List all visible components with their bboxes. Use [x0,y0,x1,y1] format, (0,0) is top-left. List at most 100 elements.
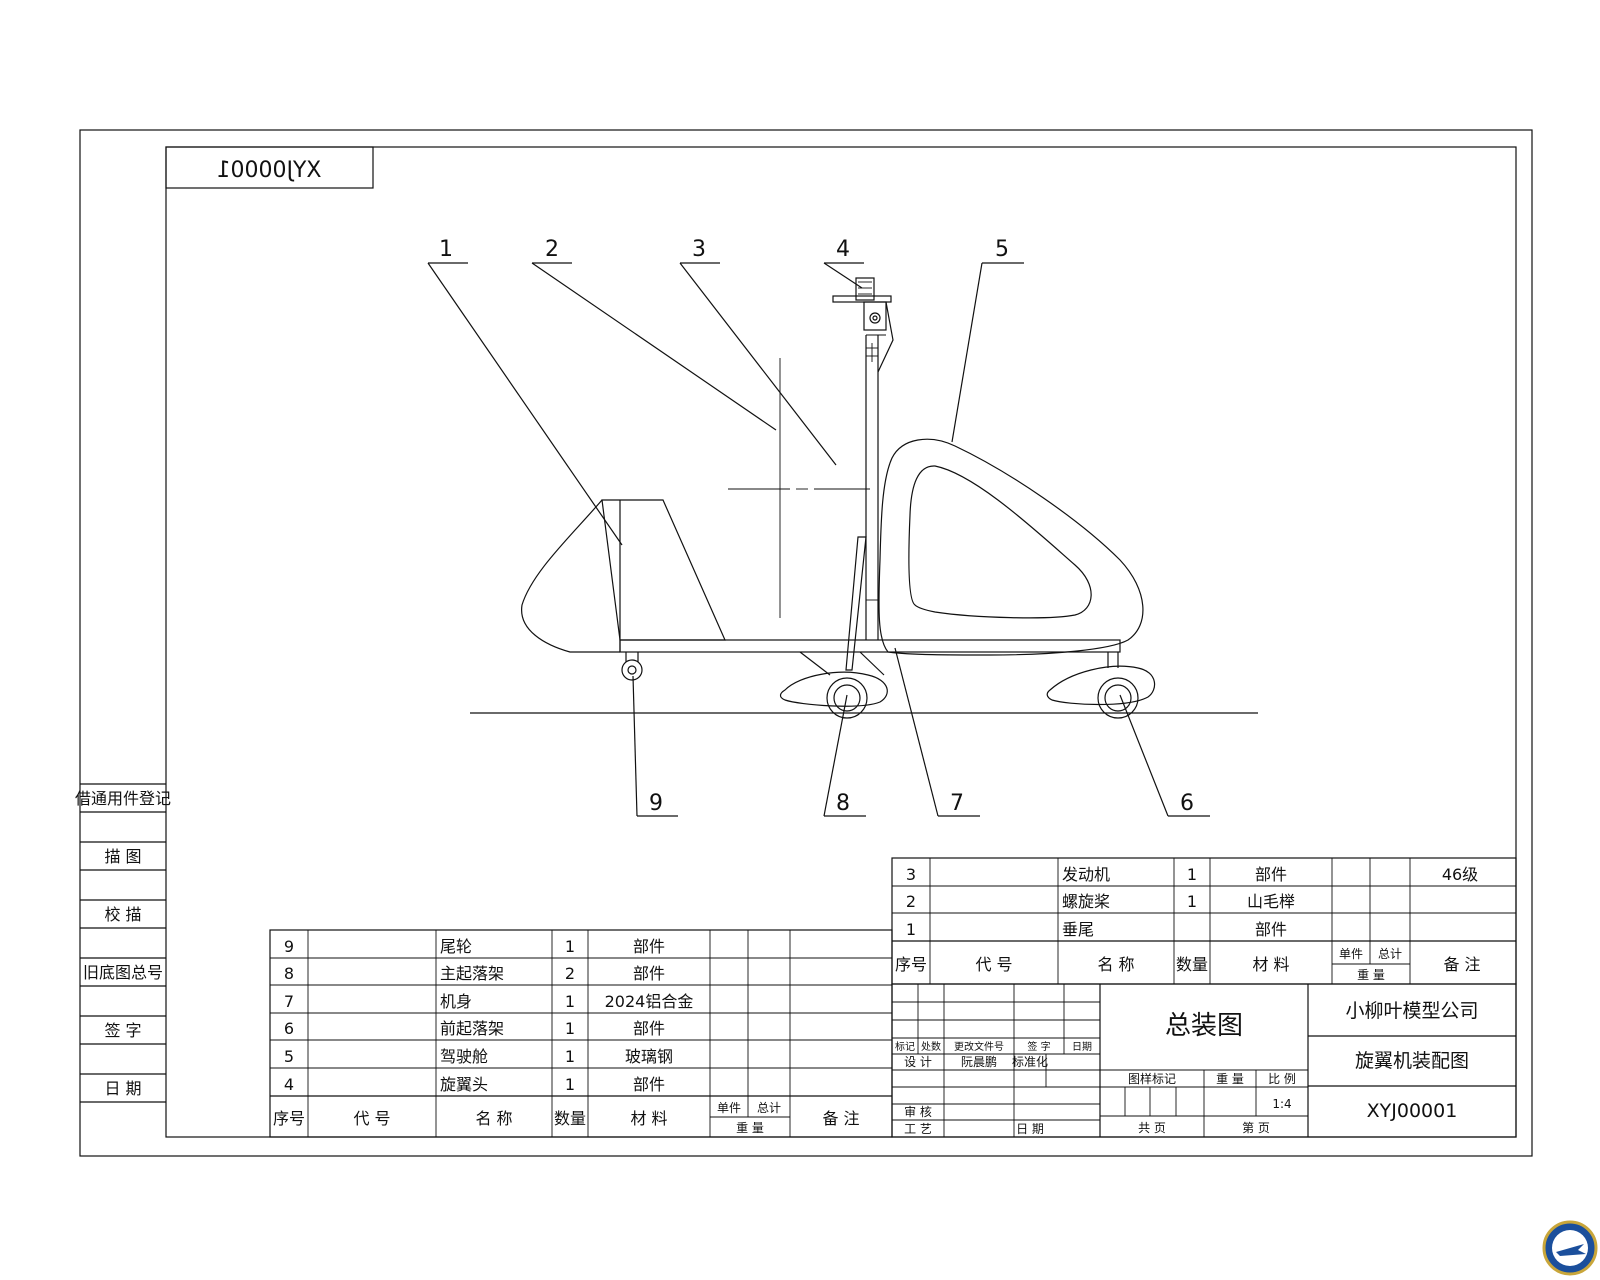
pr-r2-no: 1 [906,920,916,939]
balloon-7: 7 [950,791,964,816]
pl-h-qty: 数量 [554,1109,586,1128]
pr-h-name: 名 称 [1097,955,1134,974]
strip-date: 日 期 [104,1079,141,1098]
pr-h-code: 代 号 [975,955,1012,974]
balloon-2: 2 [545,237,559,262]
balloon-3: 3 [692,237,706,262]
pl-r2-qty: 1 [565,992,575,1011]
pl-r3-name: 前起落架 [440,1019,504,1038]
pl-r0-qty: 1 [565,937,575,956]
pr-h-mat: 材 料 [1252,955,1289,974]
drawing-name: 总装图 [1165,1011,1243,1041]
balloon-5: 5 [995,237,1009,262]
pl-r2-name: 机身 [440,992,472,1011]
outer-frame [79,129,1533,1157]
pl-h-name: 名 称 [475,1109,512,1128]
strip-check: 校 描 [104,905,141,924]
designer-name: 阮晨鹏 [961,1055,997,1069]
pl-h-no: 序号 [273,1109,305,1128]
title-block: 总装图 小柳叶模型公司 旋翼机装配图 XYJ00001 标记 处数 更改文件号 … [891,983,1517,1138]
pr-h-remark: 备 注 [1443,955,1480,974]
total-sheets: 共 页 [1138,1121,1166,1135]
pl-r0-mat: 部件 [633,937,665,956]
pr-h-total: 总计 [1378,947,1402,961]
stage-mark-label: 图样标记 [1128,1071,1176,1086]
pl-r4-name: 驾驶舱 [440,1047,488,1066]
strip-borrow: 借通用件登记 [75,789,171,808]
pr-h-qty: 数量 [1176,955,1208,974]
pr-r0-mat: 部件 [1255,865,1287,884]
corner-logo-icon [1542,1220,1598,1276]
pl-r3-qty: 1 [565,1019,575,1038]
tail-fairing [521,499,620,653]
left-strip: 借通用件登记 描 图 校 描 旧底图总号 签 字 日 期 [75,783,171,1103]
pl-r2-mat: 2024铝合金 [605,992,694,1011]
keel-frame [619,639,1121,653]
pr-r1-no: 2 [906,892,916,911]
pr-h-weight: 重 量 [1357,968,1385,982]
pr-h-no: 序号 [895,955,927,974]
drawing-title: 旋翼机装配图 [1355,1050,1469,1072]
pr-r0-qty: 1 [1187,865,1197,884]
pl-h-mat: 材 料 [630,1109,667,1128]
pl-r0-name: 尾轮 [440,937,472,956]
pl-r5-qty: 1 [565,1075,575,1094]
pl-h-code: 代 号 [353,1109,390,1128]
pr-r1-mat: 山毛榉 [1247,892,1295,911]
mirrored-code-text: XYJ00001 [217,158,322,183]
strip-sign: 签 字 [104,1021,141,1040]
rev-count: 处数 [921,1040,941,1053]
rev-mark: 标记 [895,1041,915,1053]
balloon-1: 1 [439,237,453,262]
pr-r1-name: 螺旋桨 [1062,892,1110,911]
parts-list-right: 3 发动机 1 部件 46级 2 螺旋桨 1 山毛榉 1 垂尾 部件 序号 代 … [891,857,1517,985]
main-landing-gear [779,671,888,719]
balloon-4: 4 [836,237,850,262]
rev-change-doc: 更改文件号 [954,1040,1004,1053]
pl-r5-no: 4 [284,1075,294,1094]
parts-list-left: 9 尾轮 1 部件 8 主起落架 2 部件 7 机身 1 2024铝合金 6 前… [269,929,893,1138]
design-label: 设 计 [904,1055,932,1069]
pr-r0-remark: 46级 [1442,865,1478,884]
balloon-8: 8 [836,791,850,816]
cockpit-shell [878,438,1144,656]
tail-fin [601,499,726,641]
pl-r4-qty: 1 [565,1047,575,1066]
pl-r1-mat: 部件 [633,964,665,983]
pr-r2-name: 垂尾 [1062,920,1094,939]
pl-r4-no: 5 [284,1047,294,1066]
leaders [427,262,1210,817]
strip-old-no: 旧底图总号 [83,963,163,982]
date-label: 日 期 [1016,1122,1044,1136]
mirrored-code-box: XYJ00001 [165,146,374,189]
scale-label: 比 例 [1268,1072,1296,1086]
pl-r5-name: 旋翼头 [440,1075,488,1094]
rev-date: 日期 [1072,1041,1092,1053]
pr-r0-name: 发动机 [1062,865,1110,884]
cockpit-window [908,465,1092,619]
pl-r3-no: 6 [284,1019,294,1038]
pl-h-remark: 备 注 [822,1109,859,1128]
scale-value: 1:4 [1272,1097,1291,1111]
pl-r5-mat: 部件 [633,1075,665,1094]
pl-h-unit: 单件 [717,1101,741,1115]
pr-h-unit: 单件 [1339,947,1363,961]
control-stick [845,536,867,671]
drawing-code: XYJ00001 [1367,1100,1458,1122]
pl-r2-no: 7 [284,992,294,1011]
pr-r1-qty: 1 [1187,892,1197,911]
pl-r3-mat: 部件 [633,1019,665,1038]
rotor-head [832,277,894,373]
pl-r0-no: 9 [284,937,294,956]
pl-r4-mat: 玻璃钢 [625,1047,673,1066]
review-label: 审 核 [904,1104,932,1119]
pl-r1-no: 8 [284,964,294,983]
pl-h-total: 总计 [757,1101,781,1115]
tail-wheel [621,652,643,681]
pr-r2-mat: 部件 [1255,920,1287,939]
pr-r0-no: 3 [906,865,916,884]
standardize-label: 标准化 [1012,1055,1048,1069]
gyrocopter-view [470,277,1258,719]
rev-sign: 签 字 [1027,1040,1050,1053]
